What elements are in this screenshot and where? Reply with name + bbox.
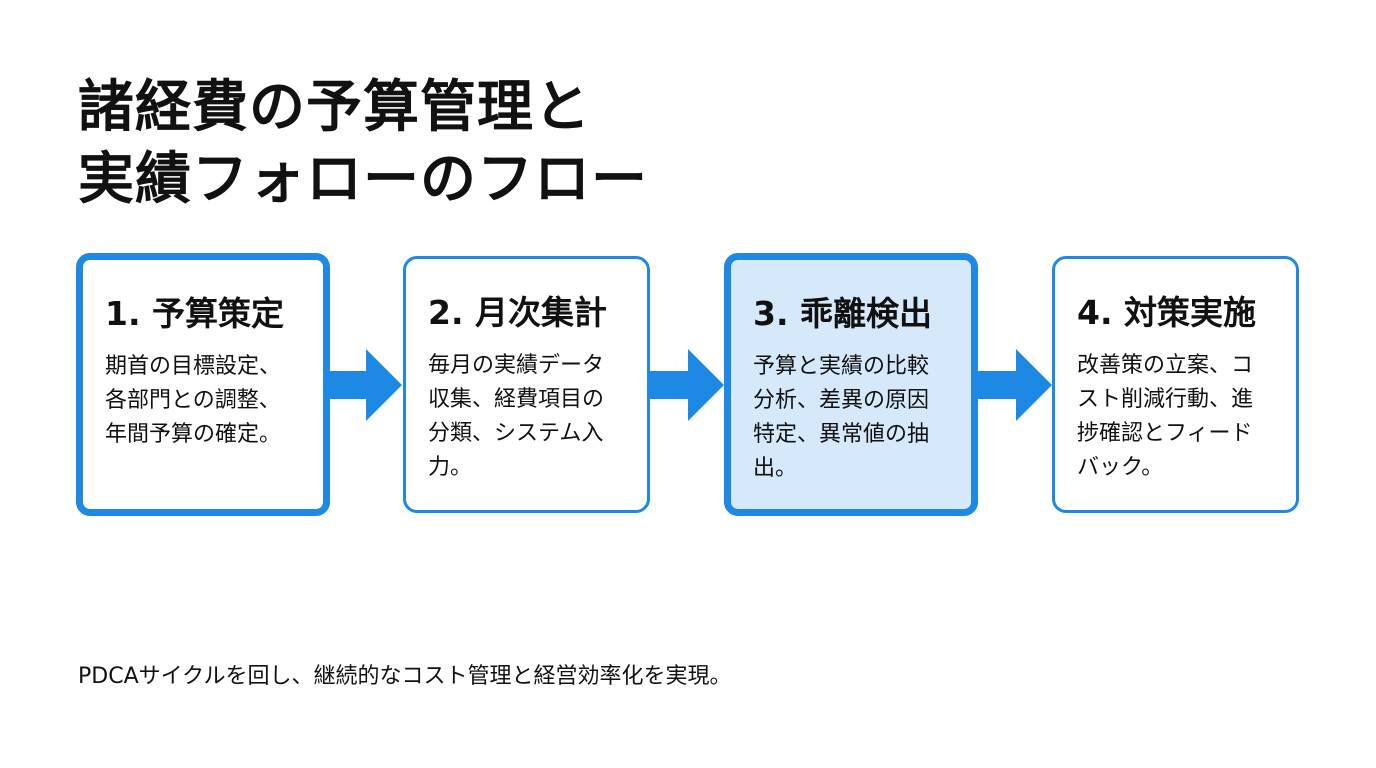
step-description-line: スト削減行動、進 [1077, 387, 1254, 412]
step-description-line: 力。 [428, 455, 473, 480]
step-description-line: 毎月の実績データ [428, 353, 605, 378]
step-description-line: バック。 [1077, 455, 1164, 480]
step-description-line: 特定、異常値の抽 [753, 422, 930, 447]
page-title-line-1: 諸経費の予算管理と [78, 75, 591, 140]
step-description-line: 分類、システム入 [428, 421, 604, 446]
arrow-right-icon [330, 349, 402, 421]
step-description-line: 年間予算の確定。 [105, 422, 282, 447]
arrow-right-icon [978, 349, 1052, 421]
footer-summary: PDCAサイクルを回し、継続的なコスト管理と経営効率化を実現。 [78, 664, 732, 689]
step-description: 期首の目標設定、 各部門との調整、 年間予算の確定。 [105, 350, 323, 452]
step-description-line: 改善策の立案、コ [1077, 353, 1254, 378]
step-description-line: 出。 [753, 456, 798, 481]
step-card-monthly-aggregation: 2. 月次集計 毎月の実績データ 収集、経費項目の 分類、システム入 力。 [403, 256, 650, 513]
step-title: 4. 対策実施 [1077, 293, 1256, 332]
step-description-line: 収集、経費項目の [428, 387, 605, 412]
step-description: 予算と実績の比較 分析、差異の原因 特定、異常値の抽 出。 [753, 350, 971, 486]
page-title: 諸経費の予算管理と 実績フォローのフロー [78, 72, 648, 216]
step-title: 1. 予算策定 [105, 294, 284, 333]
step-description: 改善策の立案、コ スト削減行動、進 捗確認とフィード バック。 [1077, 349, 1296, 485]
step-description-line: 各部門との調整、 [105, 388, 281, 413]
step-card-variance-detection: 3. 乖離検出 予算と実績の比較 分析、差異の原因 特定、異常値の抽 出。 [724, 253, 978, 516]
step-title: 2. 月次集計 [428, 293, 607, 332]
step-description-line: 捗確認とフィード [1077, 421, 1253, 446]
step-title: 3. 乖離検出 [753, 294, 932, 333]
step-description-line: 分析、差異の原因 [753, 388, 930, 413]
step-description-line: 予算と実績の比較 [753, 354, 930, 379]
step-card-countermeasures: 4. 対策実施 改善策の立案、コ スト削減行動、進 捗確認とフィード バック。 [1052, 256, 1299, 513]
step-card-budget-planning: 1. 予算策定 期首の目標設定、 各部門との調整、 年間予算の確定。 [76, 253, 330, 516]
arrow-right-icon [650, 349, 724, 421]
step-description-line: 期首の目標設定、 [105, 354, 282, 379]
step-description: 毎月の実績データ 収集、経費項目の 分類、システム入 力。 [428, 349, 647, 485]
page-title-line-2: 実績フォローのフロー [78, 147, 648, 212]
